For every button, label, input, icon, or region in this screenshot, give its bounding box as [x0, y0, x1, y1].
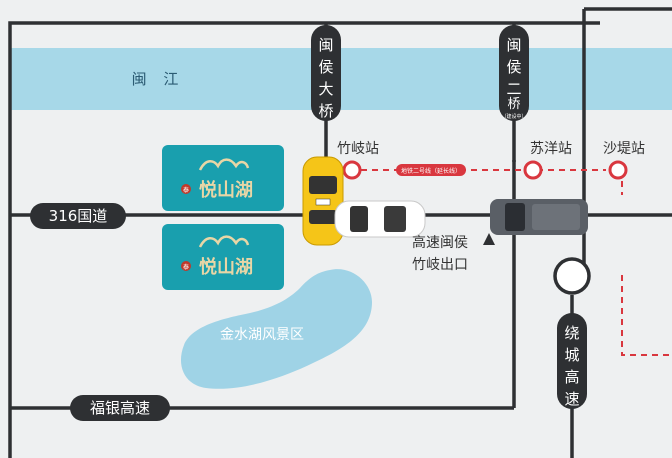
char: 桥 [507, 97, 520, 112]
station-zhuqi[interactable]: 竹岐站 [337, 141, 379, 180]
char: 二 [506, 80, 521, 98]
river-label: 闽 江 [132, 70, 185, 88]
road-label-minhou-second-bridge: 闽 侯 二 桥 （建设中） [499, 25, 529, 121]
exit-label-line1: 高速闽侯 [412, 234, 468, 251]
station-shadi[interactable]: 沙堤站 [603, 141, 645, 180]
char: 闽 [318, 36, 333, 54]
road-label-minhou-bridge: 闽 侯 大 桥 [311, 25, 341, 121]
seal-char: 泰 [183, 263, 189, 271]
svg-text:沙堤站: 沙堤站 [603, 141, 645, 157]
svg-text:地铁二号线（延长线）: 地铁二号线（延长线） [401, 167, 461, 175]
triangle-marker-icon [483, 233, 495, 245]
svg-text:316国道: 316国道 [49, 207, 108, 225]
metro-line-branch [621, 170, 672, 356]
svg-text:苏洋站: 苏洋站 [530, 141, 572, 157]
char: 侯 [318, 58, 333, 76]
bridge-note: （建设中） [501, 113, 526, 120]
mountain-logo-icon [198, 235, 250, 248]
svg-text:竹岐站: 竹岐站 [337, 141, 379, 157]
brand-block-top[interactable]: 泰 悦山湖 [162, 145, 284, 211]
char: 绕 [564, 324, 579, 342]
char: 侯 [506, 58, 521, 76]
svg-text:福银高速: 福银高速 [90, 399, 150, 417]
char: 桥 [318, 102, 333, 120]
road-label-ring-expressway: 绕 城 高 速 [557, 313, 587, 409]
roundabout-icon [553, 257, 591, 295]
char: 速 [564, 390, 579, 408]
road-label-guodao-316: 316国道 [30, 203, 126, 229]
char: 城 [564, 346, 579, 364]
exit-label-line2: 竹岐出口 [412, 257, 468, 273]
brand-block-bottom[interactable]: 泰 悦山湖 [162, 224, 284, 290]
metro-badge: 地铁二号线（延长线） [396, 164, 466, 176]
brand-name: 悦山湖 [199, 256, 253, 278]
seal-char: 泰 [183, 186, 189, 194]
char: 闽 [506, 36, 521, 54]
station-suyang[interactable]: 苏洋站 [523, 141, 572, 180]
suv-icon [490, 199, 588, 235]
jinshui-lake [180, 269, 372, 389]
brand-name: 悦山湖 [199, 179, 253, 201]
taxi-icon [302, 156, 344, 246]
char: 高 [564, 368, 579, 386]
road-label-fuyin-expressway: 福银高速 [70, 395, 170, 421]
mountain-logo-icon [198, 158, 250, 171]
lake-label: 金水湖风景区 [220, 327, 304, 343]
white-car-icon [334, 200, 426, 238]
char: 大 [318, 80, 333, 98]
